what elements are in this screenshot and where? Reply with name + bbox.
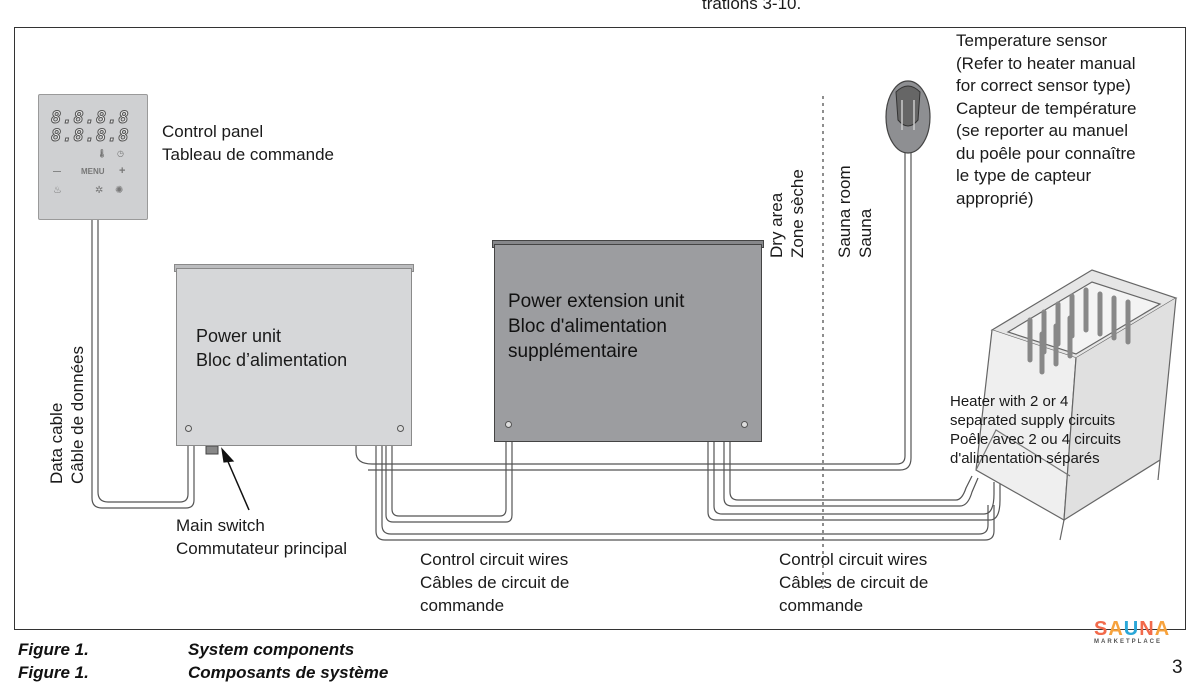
label-line: Zone sèche (788, 169, 807, 258)
label-line: Main switch (176, 516, 265, 535)
fan-icon[interactable]: ✺ (115, 185, 124, 196)
diagram-frame (14, 27, 1186, 630)
label-dry-area: Dry area Zone sèche (766, 169, 808, 258)
screw-icon (185, 425, 192, 432)
label-line: Dry area (767, 192, 786, 258)
control-wire-1 (385, 442, 513, 523)
menu-button[interactable]: MENU (81, 167, 105, 176)
label-line: Control panel (162, 122, 264, 141)
label-line: Heater with 2 or 4 (950, 393, 1069, 410)
logo-letter: S (1094, 618, 1109, 640)
power-unit-box (176, 268, 412, 446)
label-line: Sauna (856, 208, 875, 258)
plus-button[interactable]: + (119, 165, 126, 177)
label-line: supplémentaire (508, 341, 638, 362)
logo-letter: U (1123, 618, 1140, 640)
label-data-cable: Data cable Câble de données (46, 346, 88, 484)
label-line: Control circuit wires (779, 550, 928, 569)
label-line: Câble de données (68, 345, 87, 484)
label-line: for correct sensor type) (956, 76, 1131, 95)
label-line: le type de capteur (956, 166, 1092, 185)
label-line: Commutateur principal (176, 539, 348, 558)
page-number: 3 (1172, 657, 1183, 678)
label-line: Sauna room (835, 165, 854, 258)
label-line: Control circuit wires (420, 550, 569, 569)
label-line: Bloc d'alimentation (508, 316, 667, 337)
label-line: Câbles de circuit de (420, 573, 570, 592)
label-line: Temperature sensor (956, 31, 1108, 50)
label-power-extension: Power extension unit Bloc d'alimentation… (508, 289, 684, 364)
heater-icon (975, 269, 1178, 541)
control-panel-device: 8.8.8.8 8.8.8.8 🌡 ◷ — MENU + ♨ ✲ ✺ (38, 94, 148, 220)
caption-text: System components (188, 640, 355, 659)
sauna-marketplace-logo: SAUNA (1094, 619, 1170, 639)
label-line: Power extension unit (508, 291, 685, 312)
sensor-cable (355, 152, 906, 465)
label-line: Poêle avec 2 ou 4 circuits (950, 431, 1121, 448)
screw-icon (397, 425, 404, 432)
display-top: 8.8.8.8 (51, 108, 130, 128)
label-temperature-sensor: Temperature sensor (Refer to heater manu… (956, 30, 1137, 210)
top-text-fragment: trations 3-10. (702, 0, 802, 13)
display-bottom: 8.8.8.8 (51, 126, 130, 146)
label-control-wires-right: Control circuit wires Câbles de circuit … (779, 548, 928, 617)
label-line: Bloc d’alimentation (196, 350, 348, 370)
label-line: Câbles de circuit de (779, 573, 929, 592)
logo-letter: A (1154, 618, 1171, 640)
label-line: (Refer to heater manual (956, 53, 1136, 73)
label-sauna-room: Sauna room Sauna (834, 165, 876, 258)
clock-icon: ◷ (117, 149, 124, 158)
control-wire-2 (375, 446, 995, 541)
data-cable-wire (91, 218, 195, 509)
light-icon[interactable]: ✲ (95, 185, 104, 196)
logo-letter: N (1139, 618, 1155, 640)
caption-figure-label: Figure 1. (18, 663, 89, 682)
heater-power-icon[interactable]: ♨ (53, 185, 62, 196)
label-line: commande (420, 596, 505, 615)
logo-subtitle: MARKETPLACE (1094, 639, 1162, 645)
label-line: du poêle pour connaître (956, 143, 1136, 163)
caption-figure-label: Figure 1. (18, 640, 89, 659)
caption-text: Composants de système (188, 663, 389, 682)
label-line: (se reporter au manuel (956, 121, 1128, 140)
minus-button[interactable]: — (53, 167, 61, 176)
logo-letter: A (1108, 618, 1124, 640)
thermometer-icon: 🌡 (97, 149, 108, 158)
label-line: approprié) (956, 188, 1034, 208)
temperature-sensor-icon (885, 80, 931, 154)
label-line: Data cable (47, 402, 66, 484)
label-line: Power unit (196, 326, 282, 346)
label-line: commande (779, 596, 864, 615)
label-power-unit: Power unit Bloc d’alimentation (196, 324, 347, 372)
label-main-switch: Main switch Commutateur principal (176, 514, 347, 560)
screw-icon (741, 421, 748, 428)
label-control-panel: Control panel Tableau de commande (162, 120, 334, 166)
power-extension-box (494, 244, 762, 442)
label-heater: Heater with 2 or 4 separated supply circ… (950, 392, 1121, 468)
label-line: separated supply circuits (950, 412, 1116, 429)
supply-wire-1 (707, 442, 1001, 521)
label-line: d'alimentation séparés (950, 450, 1100, 467)
label-line: Capteur de température (956, 98, 1137, 118)
screw-icon (505, 421, 512, 428)
label-control-wires-left: Control circuit wires Câbles de circuit … (420, 548, 569, 617)
label-line: Tableau de commande (162, 145, 335, 164)
